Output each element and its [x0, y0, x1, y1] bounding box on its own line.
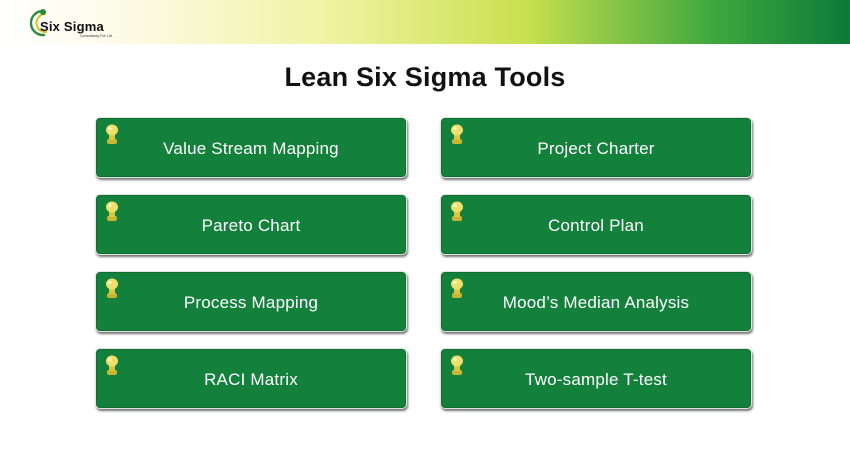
tool-label: Two-sample T-test: [525, 369, 667, 389]
tool-label: Pareto Chart: [201, 215, 301, 235]
tool-card-project-charter: Project Charter: [440, 117, 752, 178]
pushpin-icon: [106, 124, 118, 144]
pushpin-icon: [451, 355, 463, 375]
pushpin-icon: [451, 124, 463, 144]
tools-grid: Value Stream Mapping Project Charter Par…: [95, 117, 752, 409]
logo-subtext: Consultancy Pvt. Ltd.: [80, 34, 114, 38]
pushpin-icon: [106, 278, 118, 298]
tool-label: Process Mapping: [183, 292, 319, 312]
logo-swoosh-icon: [30, 9, 47, 37]
tool-card-pareto-chart: Pareto Chart: [95, 194, 407, 255]
pushpin-icon: [451, 201, 463, 221]
tool-label: Project Charter: [537, 138, 655, 158]
pushpin-icon: [451, 278, 463, 298]
page-title: Lean Six Sigma Tools: [284, 62, 566, 92]
tool-label: Value Stream Mapping: [163, 138, 339, 158]
tool-card-value-stream-mapping: Value Stream Mapping: [95, 117, 407, 178]
tool-card-raci-matrix: RACI Matrix: [95, 348, 407, 409]
header-band: Six Sigma Consultancy Pvt. Ltd.: [0, 0, 850, 44]
pushpin-icon: [106, 355, 118, 375]
logo-text: Six Sigma: [40, 19, 104, 34]
tool-card-control-plan: Control Plan: [440, 194, 752, 255]
pushpin-icon: [106, 201, 118, 221]
tool-label: RACI Matrix: [204, 369, 298, 389]
tool-card-two-sample-t-test: Two-sample T-test: [440, 348, 752, 409]
six-sigma-logo: Six Sigma Consultancy Pvt. Ltd.: [30, 8, 120, 38]
tool-label: Control Plan: [548, 215, 644, 235]
tool-card-process-mapping: Process Mapping: [95, 271, 407, 332]
tool-card-moods-median-analysis: Mood’s Median Analysis: [440, 271, 752, 332]
tool-label: Mood’s Median Analysis: [502, 292, 690, 312]
